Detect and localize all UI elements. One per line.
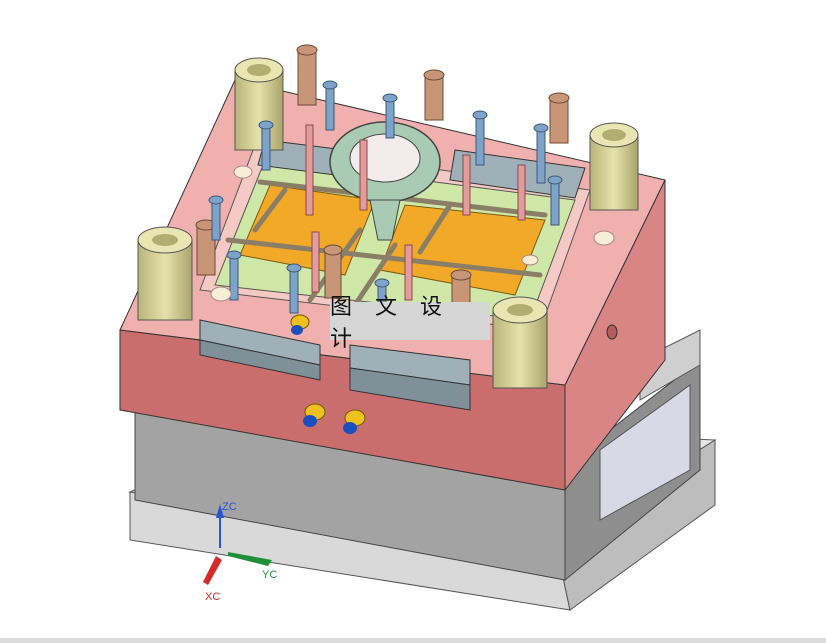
guide-bushing-front [492,296,548,389]
z-axis-label: ZC [222,501,237,513]
guide-bushing-left [137,226,193,321]
lower-plate [134,329,701,582]
watermark-caption: 图 文 设 计 [330,295,490,352]
return-pins [195,44,570,311]
axis-triad: ZC YC XC [203,501,277,603]
y-axis-label: YC [262,569,277,581]
core-pins [305,124,526,301]
x-axis-label: XC [205,591,220,603]
y-axis-arrow [228,552,272,566]
socket-head-bolts [208,80,563,314]
x-axis-arrow [203,556,222,585]
plate-holes [210,165,615,302]
status-strip [0,638,826,643]
guide-bushing-top-right [589,122,639,211]
guide-bushing-top-left [234,57,284,151]
cooling-fittings [290,314,366,434]
z-axis-arrow [216,504,224,518]
